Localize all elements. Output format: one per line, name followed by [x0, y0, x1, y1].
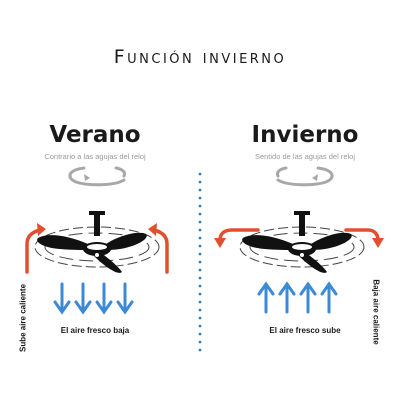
- winter-rotation-arrow-icon: [276, 166, 334, 187]
- summer-heading: Verano: [49, 122, 141, 148]
- summer-rotation-label: Contrario a las agujas del reloj: [44, 152, 146, 161]
- summer-ceiling-fan-icon: [34, 211, 160, 273]
- winter-airflow-caption: El aire fresco sube: [269, 326, 341, 335]
- summer-warm-air-arrowheads: [37, 223, 157, 236]
- summer-rotation-arrow-icon: [68, 166, 126, 187]
- winter-ceiling-fan-icon: [239, 211, 365, 273]
- winter-warm-air-arrowheads: [214, 238, 384, 248]
- page-title: Función invierno: [113, 46, 287, 68]
- winter-rotation-label: Sentido de las agujas del reloj: [254, 152, 356, 161]
- summer-airflow-caption: El aire fresco baja: [60, 326, 130, 335]
- winter-heading: Invierno: [251, 122, 359, 148]
- winter-cool-air-arrow-icon: [257, 281, 338, 314]
- summer-cool-air-arrow-icon: [53, 282, 134, 315]
- column-divider: [198, 172, 202, 352]
